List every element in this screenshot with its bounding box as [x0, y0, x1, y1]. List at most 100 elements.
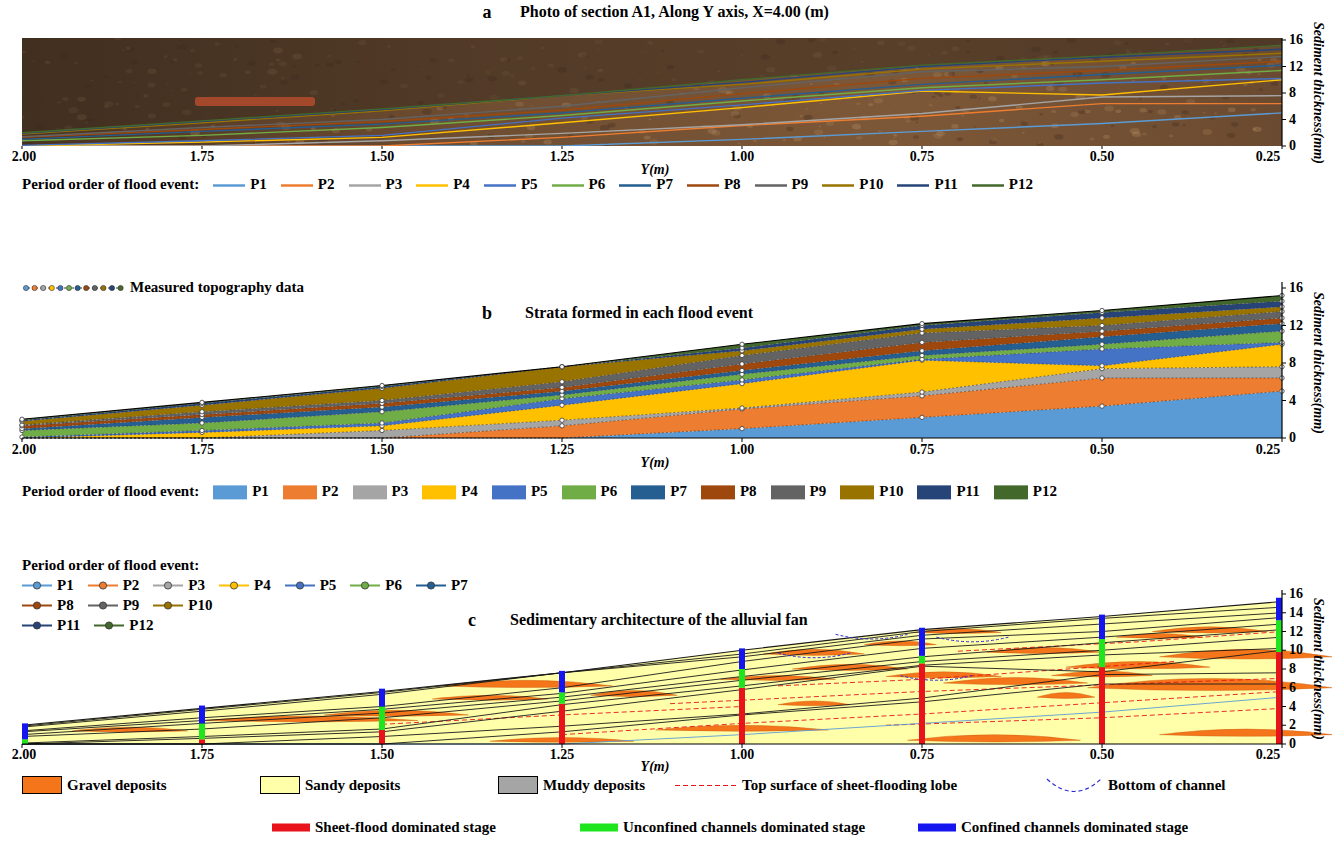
- photo-grain: [868, 103, 873, 106]
- legend-text: P8: [724, 177, 741, 194]
- y-tick: [1282, 669, 1286, 670]
- legend-swatch: [994, 485, 1028, 499]
- tick-label: 0: [1289, 430, 1296, 446]
- measured-point: [920, 390, 924, 394]
- legend-entry: Sheet-flood dominated stage: [272, 819, 496, 836]
- measured-point: [740, 407, 744, 411]
- legend-text: P2: [318, 177, 335, 194]
- photo-grain: [818, 126, 821, 128]
- legend-sample-point: [84, 285, 89, 290]
- legend-entry: P12: [94, 617, 153, 634]
- legend-swatch: [631, 485, 665, 499]
- photo-grain: [823, 137, 825, 138]
- legend-sample: [350, 580, 380, 590]
- tick-label: 16: [1289, 32, 1303, 48]
- photo-grain: [783, 139, 787, 141]
- axis-title: Sediment thickness(mm): [1310, 598, 1326, 740]
- channel-bottom: [936, 637, 1008, 642]
- measured-point: [380, 384, 384, 388]
- photo-grain: [1271, 81, 1278, 85]
- photo-grain: [1070, 112, 1078, 117]
- legend-entry: P8: [701, 484, 757, 501]
- legend-sample: [755, 180, 787, 190]
- measured-point: [920, 358, 924, 362]
- legend-text: P5: [521, 177, 538, 194]
- measured-point: [20, 418, 24, 422]
- legend-text: P11: [956, 484, 979, 501]
- x-tick: [922, 146, 923, 149]
- legend-dot: [362, 581, 369, 588]
- legend-swatch: [260, 776, 300, 794]
- legend-dot: [165, 581, 172, 588]
- gravel-lens: [908, 735, 1081, 742]
- legend-text: Top surface of sheet-flooding lobe: [742, 777, 957, 794]
- legend-entry: Gravel deposits: [22, 776, 167, 794]
- photo-grain: [1203, 112, 1206, 114]
- legend-sample-line: [24, 288, 124, 289]
- x-tick: [1282, 744, 1283, 748]
- y-axis: [1281, 282, 1282, 438]
- stage-bar: [739, 648, 745, 669]
- legend-text: Unconfined channels dominated stage: [623, 819, 865, 836]
- axis-title: Y(m): [641, 455, 670, 471]
- legend-sample-point: [75, 285, 80, 290]
- photo-grain: [819, 103, 822, 105]
- legend-line: [972, 184, 1004, 187]
- sheet-lobe-top: [886, 708, 1282, 725]
- photo-grain: [190, 130, 200, 136]
- legend-line: [675, 784, 737, 785]
- legend-text: P9: [123, 597, 140, 614]
- legend-text: P8: [57, 597, 74, 614]
- legend-row: Period order of flood event:P1P2P3P4P5P6…: [22, 176, 1033, 193]
- legend-sample: [349, 180, 381, 190]
- x-axis: [22, 437, 1282, 438]
- photo-grain: [810, 83, 814, 85]
- measured-point: [380, 421, 384, 425]
- legend-text: P7: [670, 484, 687, 501]
- legend-sample: [619, 180, 651, 190]
- legend-entry: P6: [562, 484, 618, 501]
- legend-text: P10: [879, 484, 903, 501]
- legend-sample: [416, 580, 446, 590]
- legend-sample: [22, 600, 52, 610]
- stratum-boundary: [22, 613, 1282, 727]
- measured-point: [740, 368, 744, 372]
- tick-label: 1.00: [730, 747, 755, 763]
- legend-entry: P7: [619, 177, 673, 194]
- stratum-boundary: [22, 684, 1282, 744]
- measured-point: [560, 365, 564, 369]
- photo-grain: [1021, 121, 1029, 126]
- legend-line: [687, 184, 719, 187]
- tick-label: 2.00: [12, 442, 37, 458]
- photo-grain: [933, 72, 942, 77]
- photo-grain: [874, 98, 884, 104]
- tick-label: 0.25: [1256, 747, 1281, 763]
- legend-entry: Sandy deposits: [260, 776, 400, 794]
- stratum-boundary: [22, 331, 1282, 430]
- legend-text: P11: [934, 177, 957, 194]
- photo-grain: [1228, 108, 1236, 113]
- y-tick: [1282, 119, 1286, 120]
- legend-dot: [106, 621, 113, 628]
- stage-bar: [22, 723, 28, 739]
- tick-label: 0.50: [1090, 747, 1115, 763]
- legend-entry: P11: [897, 177, 957, 194]
- legend-sample: [675, 780, 737, 790]
- legend-entry: P9: [771, 484, 827, 501]
- legend-entry: P1: [22, 577, 74, 594]
- tick-label: 12: [1289, 58, 1303, 74]
- x-tick: [562, 146, 563, 149]
- tick-label: 6: [1289, 680, 1296, 696]
- legend-heading: Period order of flood event:: [22, 557, 199, 574]
- channel-bottom: [900, 676, 972, 681]
- tick-label: 0.50: [1090, 442, 1115, 458]
- legend-entry: Muddy deposits: [498, 776, 645, 794]
- legend-sample-point: [92, 285, 97, 290]
- stage-bar: [379, 707, 385, 730]
- gravel-lens: [886, 672, 1001, 678]
- legend-entry: P9: [88, 597, 140, 614]
- legend-entry: P3: [353, 484, 409, 501]
- legend-sample: [88, 580, 118, 590]
- legend-sample: [285, 580, 315, 590]
- legend-entry: P5: [285, 577, 337, 594]
